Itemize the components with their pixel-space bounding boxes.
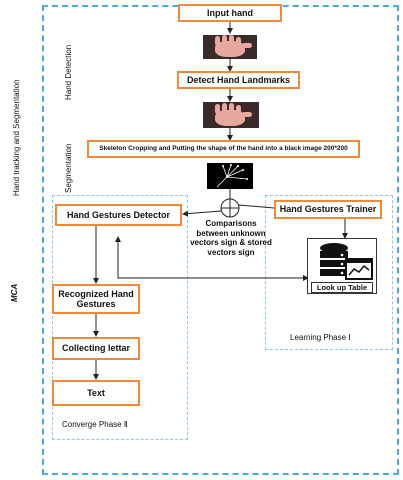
database-icon — [320, 243, 373, 280]
hand-landmarks-image — [203, 102, 259, 128]
collecting-lettar-box: Collecting lettar — [52, 337, 140, 360]
skeleton-cropping-box: Skeleton Cropping and Putting the shape … — [87, 140, 360, 158]
lookup-table-label: Look up Table — [311, 282, 373, 293]
lookup-table-panel: Look up Table — [307, 238, 377, 294]
comparison-text: Comparisons between unknown vectors sign… — [190, 219, 272, 257]
text-box: Text — [52, 380, 140, 406]
learning-phase-container — [265, 195, 393, 350]
hand-gestures-detector-box: Hand Gestures Detector — [55, 204, 182, 226]
line-comparison-to-trainer — [238, 204, 275, 209]
converge-phase-container — [52, 195, 188, 440]
recognized-hand-gestures-box: Recognized Hand Gestures — [52, 284, 140, 314]
hand-photo-image — [203, 35, 257, 59]
input-hand-box: Input hand — [178, 4, 282, 22]
converge-phase-label: Converge Phase Ⅱ — [62, 420, 128, 429]
arrow-comparison-to-detector — [182, 210, 222, 217]
hand-gestures-trainer-box: Hand Gestures Trainer — [274, 200, 382, 219]
learning-phase-label: Learning Phase Ⅰ — [290, 333, 351, 342]
hand-skeleton-image — [207, 163, 253, 189]
detect-landmarks-box: Detect Hand Landmarks — [177, 71, 300, 89]
